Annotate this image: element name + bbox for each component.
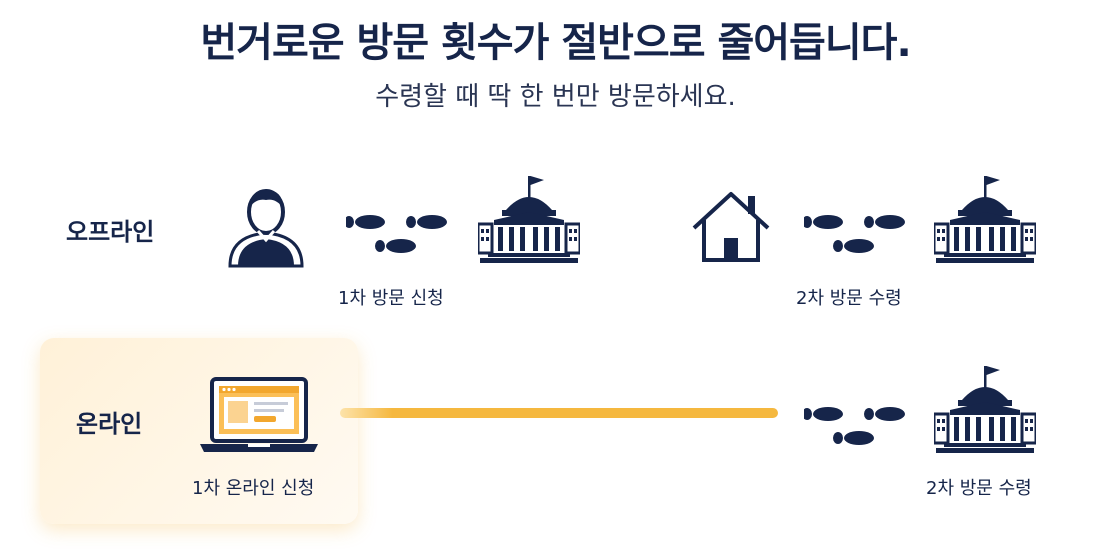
footsteps-icon <box>804 396 906 448</box>
online-step1-caption: 1차 온라인 신청 <box>192 478 315 499</box>
government-building-icon <box>934 366 1036 454</box>
offline-step1-caption: 1차 방문 신청 <box>338 288 444 309</box>
offline-step2-caption: 2차 방문 수령 <box>796 288 902 309</box>
laptop-icon <box>198 376 320 454</box>
footsteps-icon <box>346 204 448 256</box>
offline-row-label: 오프라인 <box>66 218 155 246</box>
page-subtitle: 수령할 때 딱 한 번만 방문하세요. <box>375 82 736 112</box>
person-icon <box>228 186 304 268</box>
footsteps-icon <box>804 204 906 256</box>
government-building-icon <box>478 176 580 264</box>
government-building-icon <box>934 176 1036 264</box>
online-connector-line <box>340 408 778 418</box>
page-title: 번거로운 방문 횟수가 절반으로 줄어듭니다. <box>200 20 911 66</box>
house-icon <box>690 190 772 264</box>
online-step2-caption: 2차 방문 수령 <box>926 478 1032 499</box>
online-row-label: 온라인 <box>76 410 143 438</box>
